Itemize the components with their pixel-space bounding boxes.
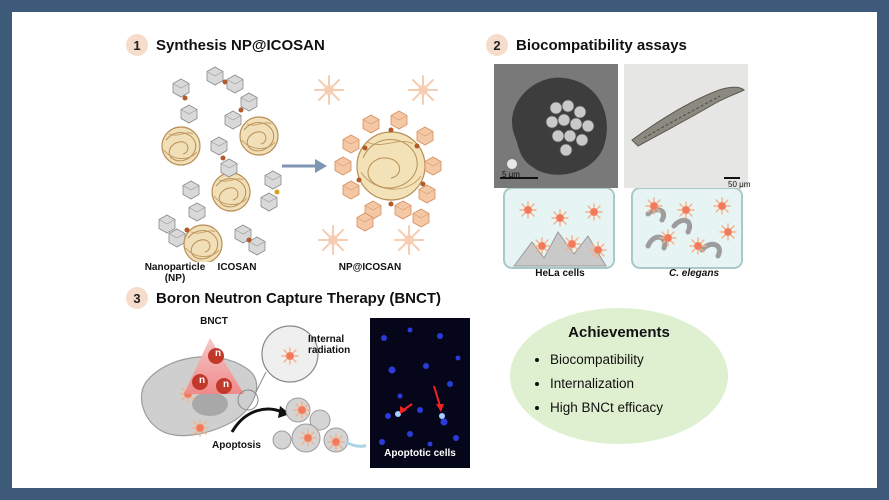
internal-radiation-line1: Internal [308, 334, 345, 345]
achievements-title: Achievements [568, 324, 670, 341]
section-1-label: Synthesis NP@ICOSAN [156, 36, 325, 54]
nanoparticle-label-line2: (NP) [164, 273, 186, 284]
apoptotic-fluorescence-image [370, 318, 470, 468]
section-1-number: 1 [126, 34, 148, 56]
section-2-label: Biocompatibility assays [516, 36, 687, 54]
internal-radiation-label: Internal radiation [308, 334, 368, 356]
elegans-scale-label: 50 μm [728, 180, 751, 189]
section-2-number: 2 [486, 34, 508, 56]
apoptosis-label: Apoptosis [212, 440, 261, 451]
nanoparticle-label: Nanoparticle (NP) [140, 262, 210, 284]
elegans-label: C. elegans [668, 268, 720, 279]
section-2-title: 2 Biocompatibility assays [486, 34, 687, 56]
icosan-label: ICOSAN [217, 262, 257, 273]
synthesis-illustration [158, 66, 442, 262]
section-3-label: Boron Neutron Capture Therapy (BNCT) [156, 289, 441, 307]
bnct-illustration [141, 325, 366, 453]
achievement-item: High BNCt efficacy [550, 396, 663, 420]
neutron-symbol-2: n [198, 375, 206, 386]
elegans-micrograph [624, 64, 748, 188]
achievement-item: Biocompatibility [550, 348, 663, 372]
neutron-symbol-3: n [222, 379, 230, 390]
neutron-symbol-1: n [214, 348, 222, 359]
section-1-title: 1 Synthesis NP@ICOSAN [126, 34, 325, 56]
culture-wells-illustration [503, 188, 743, 269]
achievements-list: Biocompatibility Internalization High BN… [536, 348, 663, 420]
hela-tem-image [494, 64, 618, 188]
bnct-beam-label: BNCT [200, 316, 228, 327]
section-3-number: 3 [126, 287, 148, 309]
graphical-abstract: 1 Synthesis NP@ICOSAN 2 Biocompatibility… [12, 12, 877, 488]
achievement-item: Internalization [550, 372, 663, 396]
internal-radiation-line2: radiation [308, 345, 351, 356]
hela-cells-label: HeLa cells [535, 268, 585, 279]
section-3-title: 3 Boron Neutron Capture Therapy (BNCT) [126, 287, 441, 309]
achievements-panel: Achievements Biocompatibility Internaliz… [510, 308, 728, 444]
np-icosan-label: NP@ICOSAN [338, 262, 402, 273]
nanoparticle-label-line1: Nanoparticle [144, 262, 206, 273]
apoptotic-cells-label: Apoptotic cells [384, 448, 456, 459]
hela-scale-label: 5 μm [502, 170, 520, 179]
